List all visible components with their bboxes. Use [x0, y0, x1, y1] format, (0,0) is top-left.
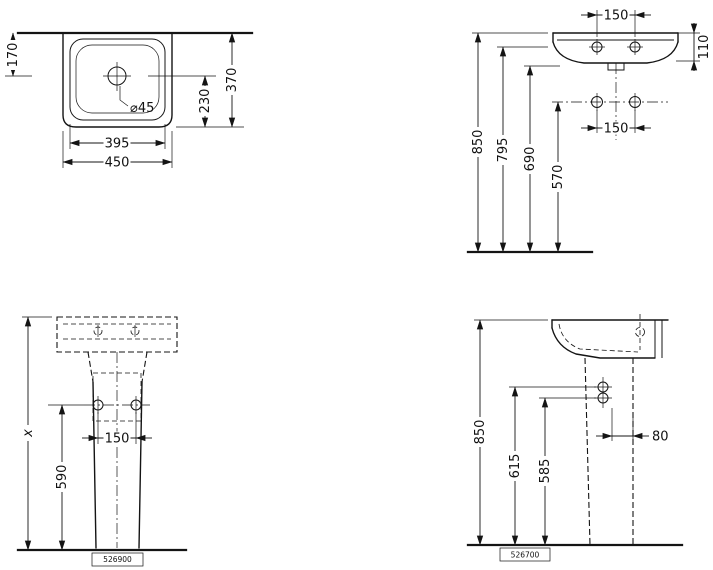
pedestal-outline [584, 357, 591, 546]
model-number: 526700 [511, 551, 540, 560]
label-mask [103, 431, 131, 445]
dim-label-850: 850 [471, 130, 486, 155]
dim-label-850: 850 [473, 420, 488, 445]
top-view: ⌀45 170 230 370 395 450 [5, 31, 254, 171]
pedestal-front-view: x 590 150 526900 [16, 316, 188, 567]
dim-label-150: 150 [105, 432, 130, 447]
label-mask [495, 135, 511, 165]
label-mask [5, 40, 21, 70]
dim-label-150-fix: 150 [604, 122, 629, 137]
label-mask [54, 462, 70, 492]
model-box [499, 547, 551, 562]
basin-underside [552, 41, 679, 64]
label-mask [522, 144, 538, 174]
dim-label-690: 690 [523, 147, 538, 172]
label-mask [507, 451, 523, 481]
pedestal-side-view: 850 615 585 80 526700 [466, 314, 684, 562]
dim-label-170: 170 [6, 43, 21, 68]
dim-label-570: 570 [551, 165, 566, 190]
dim-label-x: x [21, 429, 36, 438]
label-mask [224, 65, 240, 95]
pedestal-shoulder [87, 351, 94, 383]
label-mask [550, 162, 566, 192]
trap-outline [92, 372, 142, 422]
label-mask [20, 425, 36, 441]
model-number: 526900 [103, 555, 132, 564]
dim-label-110: 110 [697, 35, 712, 60]
dim-label-795: 795 [496, 138, 511, 163]
dim-label-585: 585 [538, 459, 553, 484]
label-mask [537, 456, 553, 486]
drain-diameter-label: ⌀45 [130, 101, 154, 116]
dim-label-590: 590 [55, 465, 70, 490]
label-mask [103, 155, 131, 169]
basin-rim-inner [69, 38, 166, 121]
basin-outline-hidden [56, 316, 178, 353]
dim-label-80: 80 [652, 430, 669, 445]
model-box [91, 552, 144, 567]
leader-line [119, 86, 129, 107]
label-mask [472, 417, 488, 447]
label-mask [103, 136, 131, 150]
dim-label-150-taps: 150 [604, 9, 629, 24]
tap-hole-hidden [635, 327, 645, 337]
pedestal-outline [138, 381, 143, 549]
label-mask [470, 127, 486, 157]
basin-underside [551, 327, 656, 359]
front-view: 150 110 150 850 795 [466, 8, 712, 254]
label-mask [602, 8, 630, 22]
label-mask [602, 121, 630, 135]
bowl-outline-hidden [558, 323, 639, 353]
dim-label-450: 450 [105, 156, 130, 171]
dim-label-615: 615 [508, 454, 523, 479]
basin-outline [62, 32, 173, 128]
dim-label-230: 230 [198, 89, 213, 114]
dim-label-370: 370 [225, 68, 240, 93]
pedestal-outline [92, 381, 97, 549]
bowl-outline [75, 44, 160, 114]
pedestal-shoulder [141, 351, 148, 383]
dim-label-395: 395 [105, 137, 130, 152]
label-mask [197, 86, 213, 116]
